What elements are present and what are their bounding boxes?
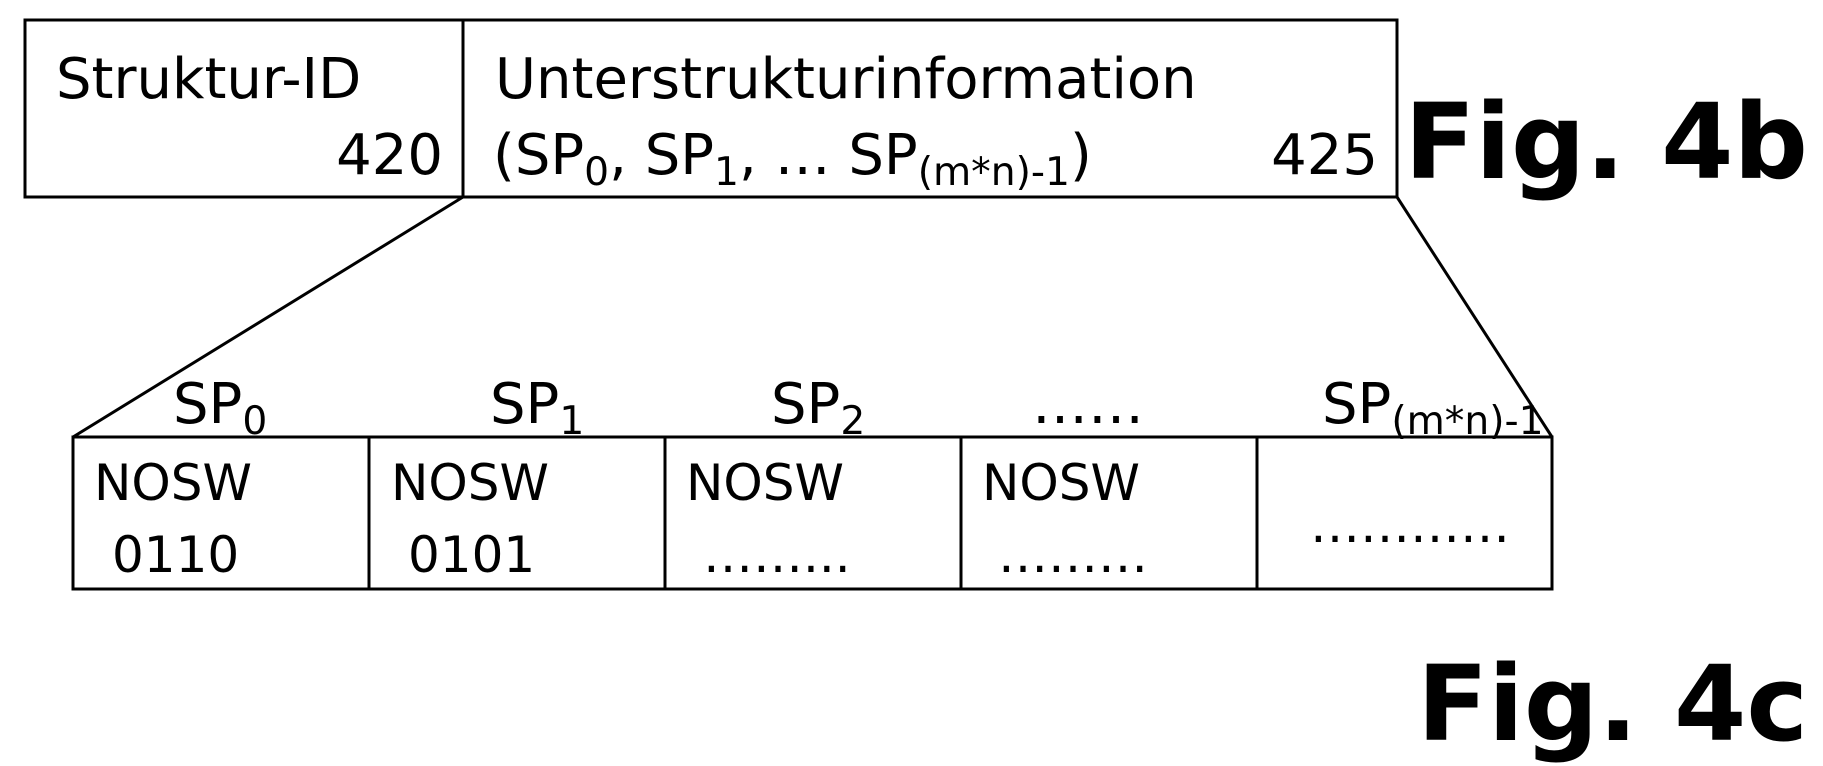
substructure-sublast: (m*n)-1	[917, 149, 1070, 195]
sp-header-2: SP2	[771, 377, 865, 442]
sp-header-3: ……	[1032, 377, 1144, 433]
expansion-line-left	[72, 195, 464, 439]
sp-cell-3-line2: ………	[998, 526, 1148, 584]
sp-header-4: SP(m*n)-1	[1322, 377, 1544, 442]
sp-header-1: SP1	[490, 377, 584, 442]
sp-header-0-sub: 0	[242, 398, 268, 444]
sp-cell-2-line2: ……...	[703, 526, 851, 584]
sp-cell-3-line1: NOSW	[982, 454, 1140, 512]
struct-id-title: Struktur-ID	[56, 47, 362, 112]
sp-cell-0-line1: NOSW	[94, 454, 252, 512]
substructure-list-open: (SP	[493, 123, 585, 188]
sp-cell-4-line2: …………	[1310, 496, 1510, 554]
sp-header-1-base: SP	[490, 372, 560, 437]
fig-4c-label: Fig. 4c	[1417, 643, 1808, 765]
substructure-sub0: 0	[584, 149, 610, 195]
expansion-line-right	[1395, 196, 1554, 438]
sp-header-1-sub: 1	[559, 398, 585, 444]
sp-header-0-base: SP	[173, 372, 243, 437]
sp-header-4-sub: (m*n)-1	[1391, 398, 1544, 444]
substructure-sep2: , … SP	[738, 123, 918, 188]
fig-4b-label: Fig. 4b	[1404, 81, 1808, 203]
sp-table-box	[71, 435, 1554, 591]
sp-cell-1-line2: 0101	[408, 526, 536, 584]
sp-cell-0-line2: 0110	[112, 526, 240, 584]
sp-header-0: SP0	[173, 377, 267, 442]
substructure-ref: 425	[1271, 123, 1378, 188]
substructure-sub1: 1	[714, 149, 739, 195]
sp-header-3-base: ……	[1032, 372, 1144, 437]
substructure-list: (SP0, SP1, … SP(m*n)-1)	[493, 128, 1092, 193]
substructure-sep1: , SP	[609, 123, 715, 188]
struct-id-ref: 420	[336, 123, 443, 188]
sp-cell-1-line1: NOSW	[391, 454, 549, 512]
sp-cell-2-line1: NOSW	[686, 454, 844, 512]
substructure-list-close: )	[1069, 123, 1092, 188]
substructure-title: Unterstrukturinformation	[495, 47, 1197, 112]
sp-header-2-sub: 2	[840, 398, 866, 444]
sp-header-4-base: SP	[1322, 372, 1392, 437]
substructure-box	[461, 18, 1399, 199]
sp-header-2-base: SP	[771, 372, 841, 437]
